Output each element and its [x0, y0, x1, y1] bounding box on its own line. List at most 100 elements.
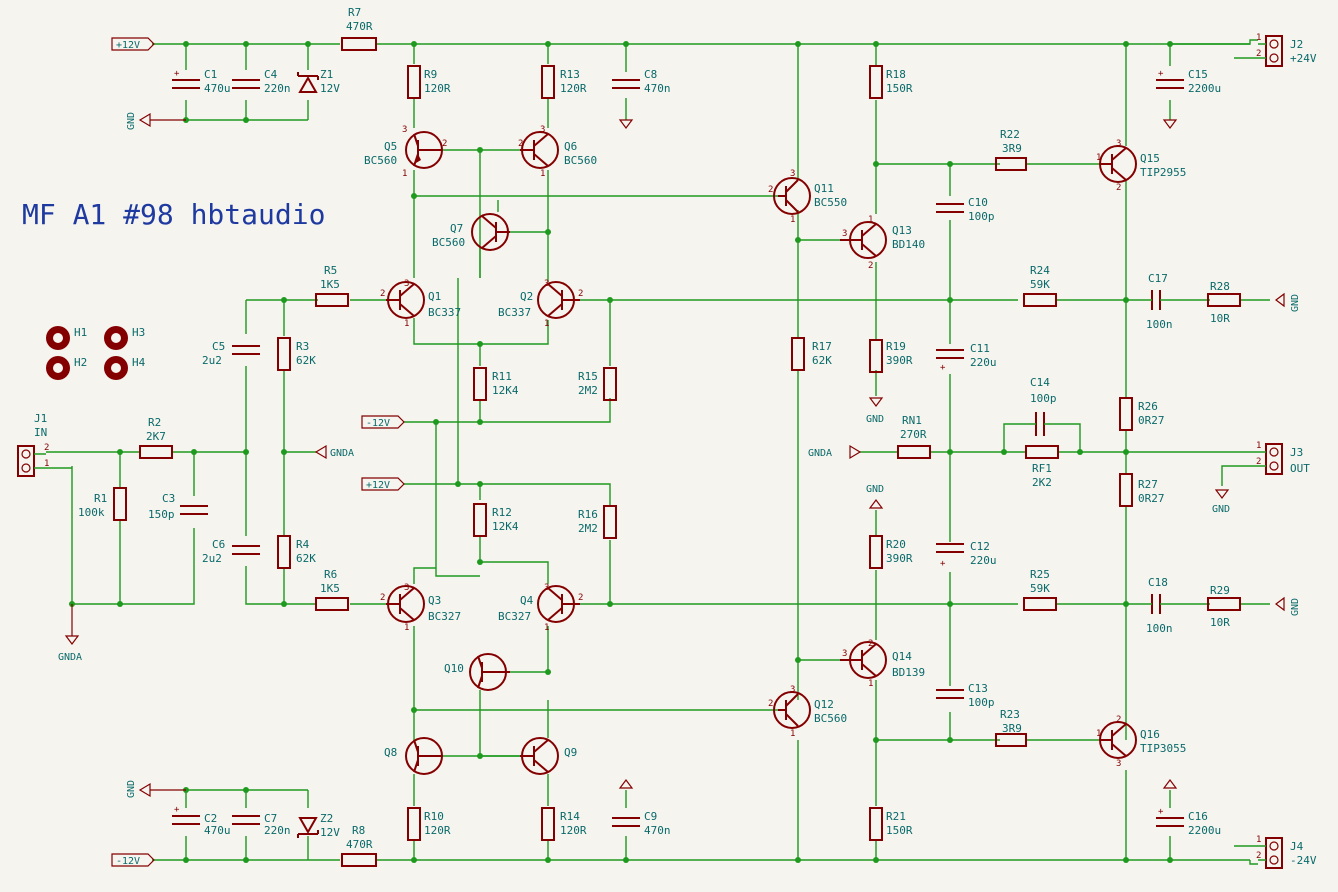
- ref-label: C14: [1030, 376, 1050, 389]
- value-label: 0R27: [1138, 492, 1165, 505]
- ref-label: R21: [886, 810, 906, 823]
- value-label: BC560: [432, 236, 465, 249]
- ref-label: Q14: [892, 650, 912, 663]
- svg-text:1: 1: [404, 623, 409, 633]
- ref-label: C15: [1188, 68, 1208, 81]
- ref-label: C6: [212, 538, 225, 551]
- svg-text:1: 1: [790, 729, 795, 739]
- value-label: 470R: [346, 20, 373, 33]
- value-label: 120R: [560, 824, 587, 837]
- svg-text:2: 2: [518, 139, 523, 149]
- value-label: 100p: [1030, 392, 1057, 405]
- pin-numbers: 21 12 12 12 312 312 312 312 312 312 312 …: [44, 33, 1261, 861]
- ref-label: R28: [1210, 280, 1230, 293]
- mounting-holes: [46, 326, 128, 380]
- ref-label: Q9: [564, 746, 577, 759]
- ref-label: R8: [352, 824, 365, 837]
- ref-label: Q3: [428, 594, 441, 607]
- value-label: 2u2: [202, 354, 222, 367]
- value-label: 470n: [644, 82, 671, 95]
- ref-label: Q1: [428, 290, 441, 303]
- svg-text:3: 3: [404, 583, 409, 593]
- value-label: BC560: [814, 712, 847, 725]
- ref-label: H4: [132, 356, 146, 369]
- gnda-label: GNDA: [58, 652, 82, 663]
- value-label: 220n: [264, 824, 291, 837]
- rail-label: -12V: [366, 418, 390, 429]
- value-label: OUT: [1290, 462, 1310, 475]
- value-label: 390R: [886, 552, 913, 565]
- svg-text:1: 1: [544, 623, 549, 633]
- ref-label: J4: [1290, 840, 1304, 853]
- svg-text:3: 3: [544, 279, 549, 289]
- value-label: BC550: [814, 196, 847, 209]
- svg-text:+: +: [1158, 69, 1164, 79]
- junctions: [69, 41, 1173, 863]
- ref-label: C17: [1148, 272, 1168, 285]
- svg-text:3: 3: [842, 649, 847, 659]
- gnd-label: GND: [1290, 294, 1301, 312]
- ref-label: R22: [1000, 128, 1020, 141]
- capacitor-bodies: + + + + + +: [172, 69, 1184, 827]
- value-label: BC327: [498, 610, 531, 623]
- value-label: 390R: [886, 354, 913, 367]
- value-label: 470n: [644, 824, 671, 837]
- ref-label: R10: [424, 810, 444, 823]
- value-label: BC327: [428, 610, 461, 623]
- value-label: TIP2955: [1140, 166, 1186, 179]
- ref-label: R9: [424, 68, 437, 81]
- value-label: 150R: [886, 82, 913, 95]
- svg-text:3: 3: [402, 125, 407, 135]
- value-label: 120R: [424, 824, 451, 837]
- ref-label: R24: [1030, 264, 1050, 277]
- ref-label: Q2: [520, 290, 533, 303]
- rail-labels: +12V -12V -12V +12V: [116, 40, 390, 867]
- value-label: IN: [34, 426, 47, 439]
- svg-text:2: 2: [578, 593, 583, 603]
- svg-text:1: 1: [44, 459, 49, 469]
- svg-text:3: 3: [540, 125, 545, 135]
- ref-label: R5: [324, 264, 337, 277]
- ref-label: J3: [1290, 446, 1303, 459]
- gnd-label: GND: [866, 414, 884, 425]
- value-label: 270R: [900, 428, 927, 441]
- value-label: 470R: [346, 838, 373, 851]
- ref-label: R17: [812, 340, 832, 353]
- svg-text:2: 2: [868, 639, 873, 649]
- svg-text:1: 1: [1256, 835, 1261, 845]
- ref-label: Q11: [814, 182, 834, 195]
- value-label: +24V: [1290, 52, 1317, 65]
- ref-label: R3: [296, 340, 309, 353]
- value-label: 150p: [148, 508, 175, 521]
- svg-text:+: +: [1158, 807, 1164, 817]
- ref-label: C16: [1188, 810, 1208, 823]
- value-label: 62K: [296, 354, 316, 367]
- value-label: TIP3055: [1140, 742, 1186, 755]
- gnd-label: GND: [1212, 504, 1230, 515]
- value-label: 0R27: [1138, 414, 1165, 427]
- svg-text:3: 3: [404, 279, 409, 289]
- value-label: 2200u: [1188, 824, 1221, 837]
- value-label: 2M2: [578, 522, 598, 535]
- ref-label: R13: [560, 68, 580, 81]
- svg-text:3: 3: [1116, 759, 1121, 769]
- gnd-label: GND: [126, 780, 137, 798]
- ref-label: C12: [970, 540, 990, 553]
- svg-text:+: +: [940, 363, 946, 373]
- svg-text:1: 1: [1096, 729, 1101, 739]
- svg-text:2: 2: [1256, 851, 1261, 861]
- ref-label: C11: [970, 342, 990, 355]
- value-label: 59K: [1030, 278, 1050, 291]
- ref-label: C18: [1148, 576, 1168, 589]
- svg-text:2: 2: [578, 289, 583, 299]
- ref-label: C10: [968, 196, 988, 209]
- value-label: BD139: [892, 666, 925, 679]
- svg-text:3: 3: [842, 229, 847, 239]
- ref-label: RN1: [902, 414, 922, 427]
- value-label: 150R: [886, 824, 913, 837]
- ref-label: Q10: [444, 662, 464, 675]
- value-label: 12V: [320, 82, 340, 95]
- svg-text:2: 2: [1256, 49, 1261, 59]
- svg-text:2: 2: [380, 289, 385, 299]
- ground-labels: GND GND GND GND GND GND GND GNDA GNDA GN…: [58, 112, 1301, 798]
